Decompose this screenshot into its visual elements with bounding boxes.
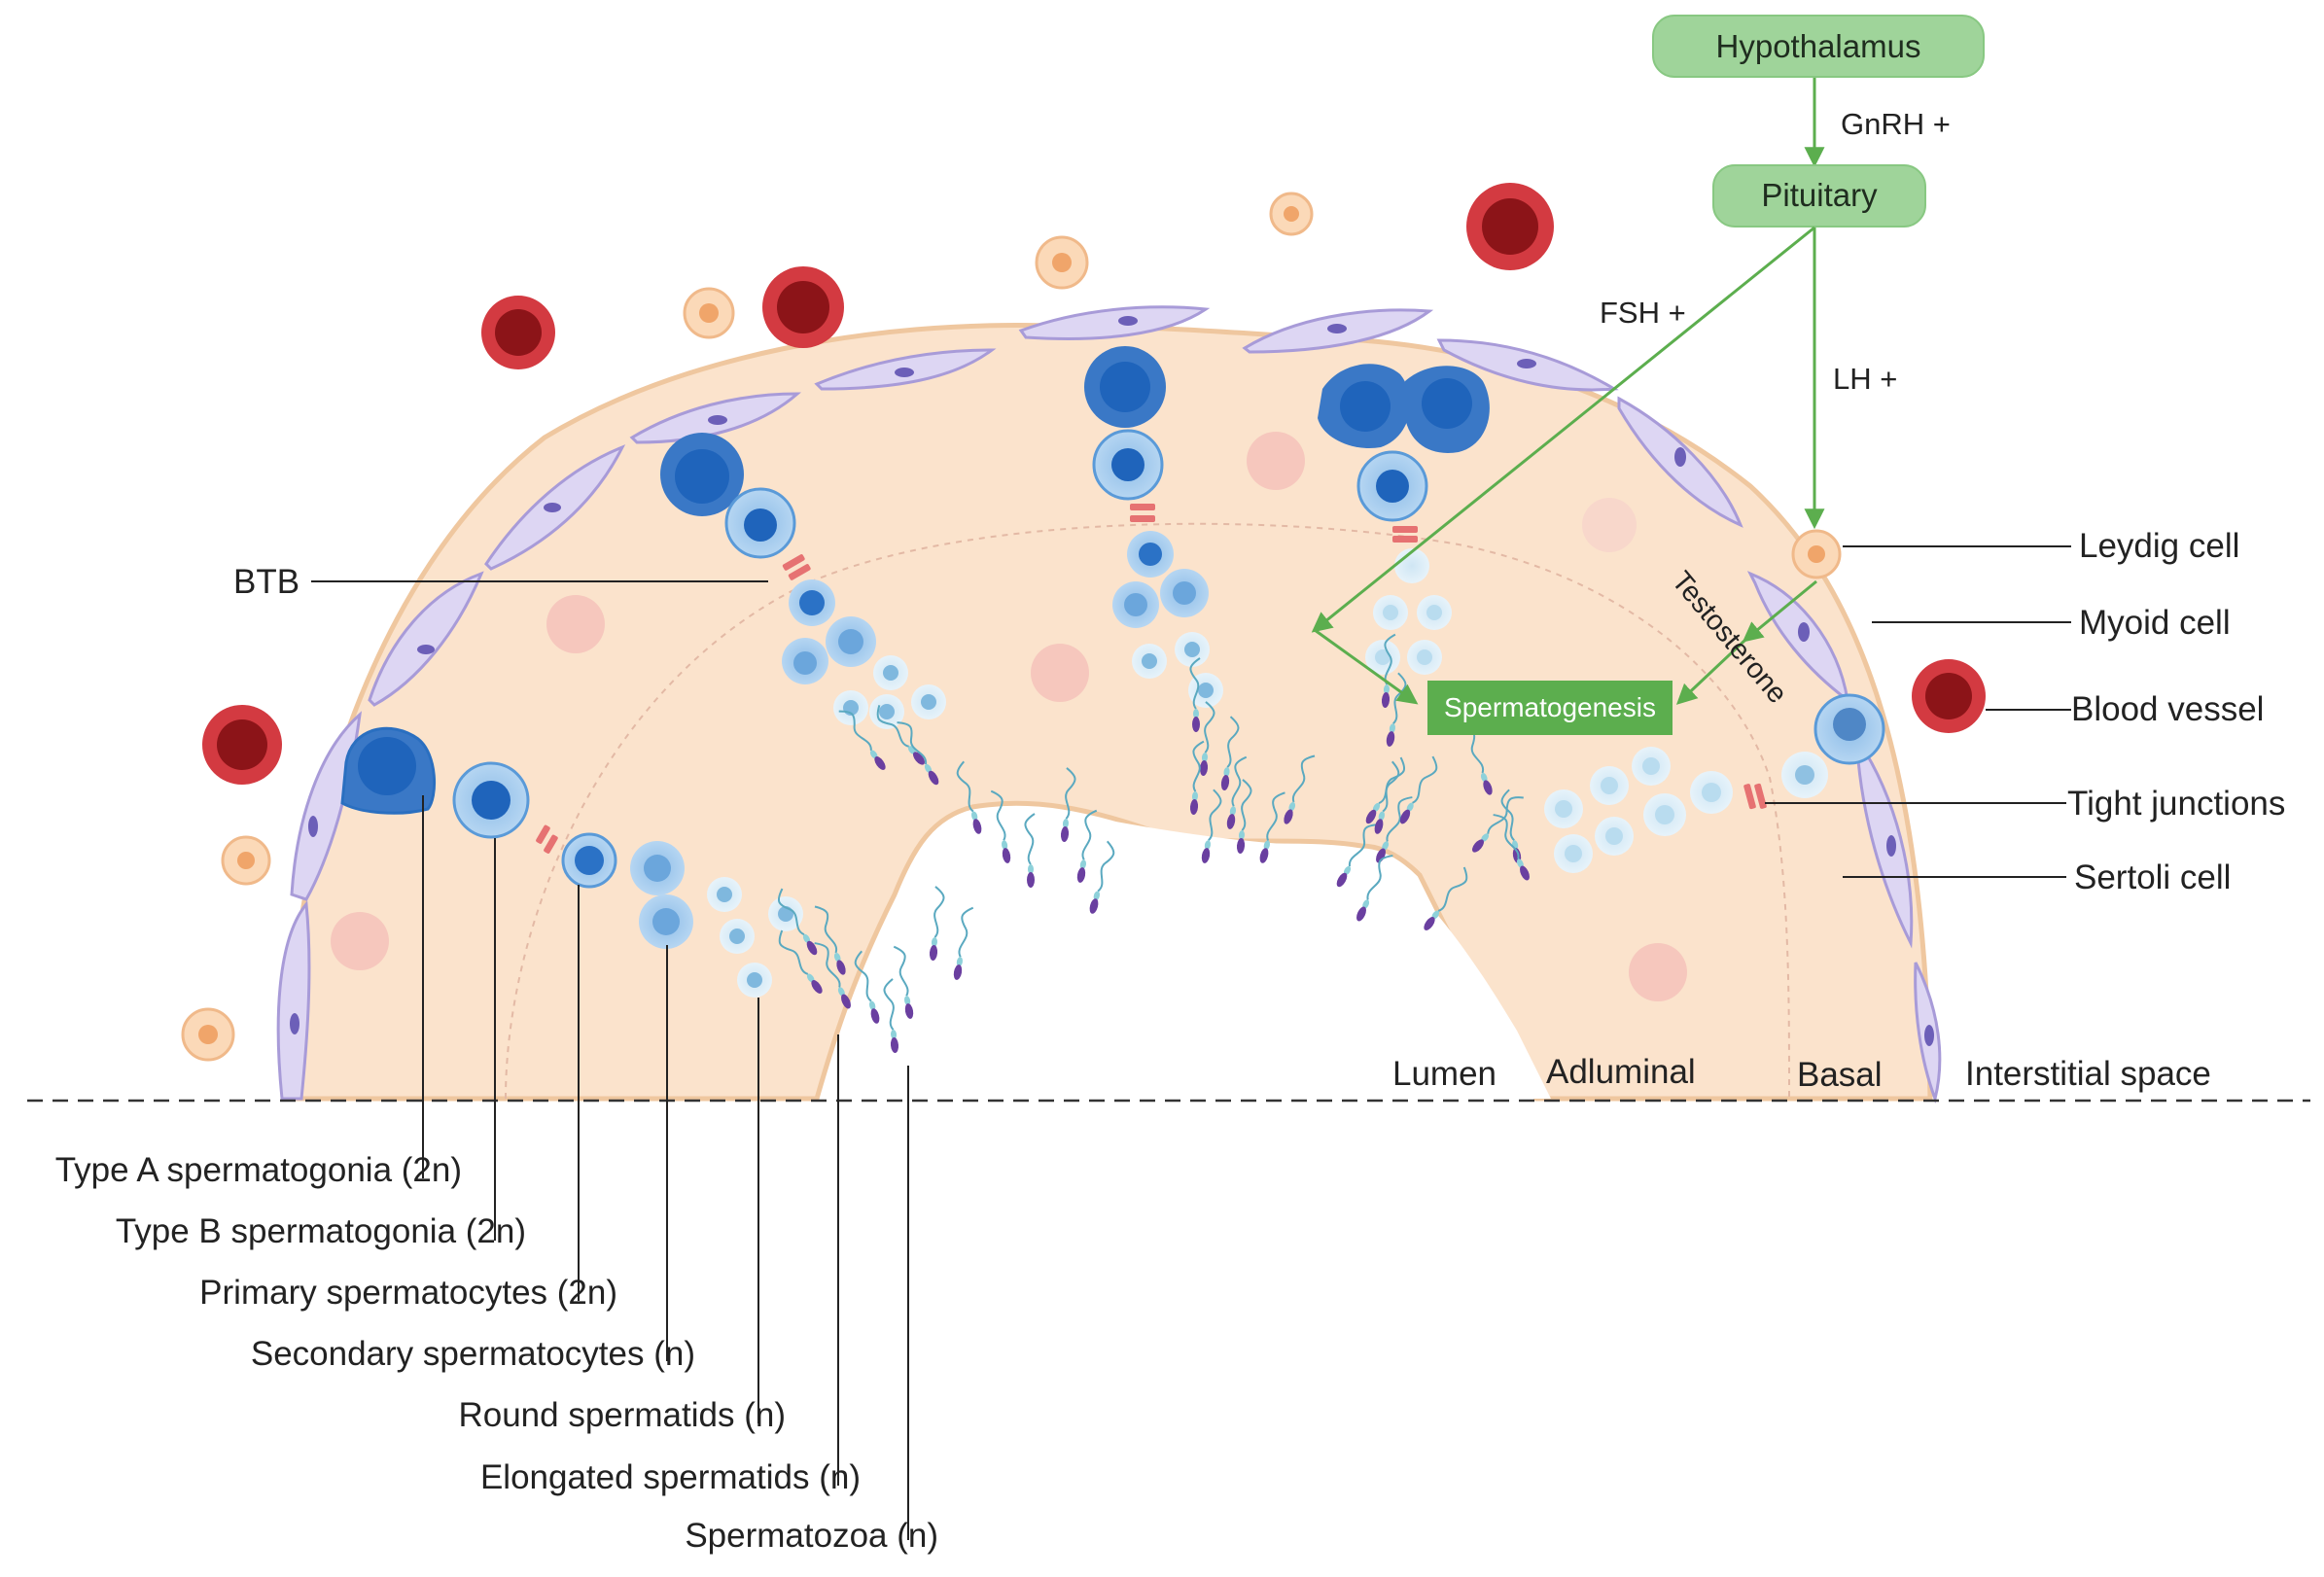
- germ-cells-col2: [660, 433, 946, 729]
- sperm-cell: [1189, 740, 1205, 815]
- blood-vessel: [1466, 183, 1554, 270]
- sperm-cell: [838, 710, 886, 770]
- blood-vessel: [481, 296, 555, 369]
- sperm-cell: [1201, 788, 1222, 863]
- germ-cells-col3: [1084, 346, 1223, 708]
- adluminal-label: Adluminal: [1546, 1053, 1696, 1091]
- sertoli-cell-label: Sertoli cell: [2074, 859, 2231, 896]
- gnrh-label: GnRH +: [1841, 107, 1951, 141]
- sperm-cell: [1356, 855, 1393, 922]
- sperm-cell: [1472, 796, 1524, 853]
- sperm-cell: [1500, 788, 1522, 863]
- testosterone-arrow: [1675, 638, 1747, 705]
- germ-cells-left: [340, 726, 803, 998]
- sperm-cell: [1399, 755, 1438, 824]
- lumen-label: Lumen: [1392, 1055, 1497, 1093]
- label-secondary-spermatocytes: Secondary spermatocytes (n): [251, 1335, 695, 1373]
- fsh-label: FSH +: [1600, 296, 1686, 330]
- sperm-cell: [1336, 824, 1379, 888]
- label-spermatozoa: Spermatozoa (n): [685, 1517, 938, 1555]
- sperm-cell: [1493, 814, 1530, 881]
- sperm-cell: [990, 789, 1011, 863]
- myoid-nuclei: [290, 316, 1934, 1046]
- fsh-to-spermatogenesis-arrow: [1314, 628, 1419, 705]
- sperm-cell: [1089, 840, 1115, 914]
- label-primary-spermatocytes: Primary spermatocytes (2n): [199, 1274, 617, 1312]
- tubule: [288, 323, 1933, 1102]
- leydig-cells: [181, 192, 1842, 1062]
- sperm-cell: [814, 942, 851, 1009]
- sperm-cell: [1199, 701, 1215, 776]
- sperm-cell: [854, 950, 880, 1024]
- tight-junctions-label: Tight junctions: [2067, 785, 2285, 823]
- sperm-cell: [1259, 791, 1285, 863]
- germ-cells-right: [1544, 693, 1885, 873]
- spermatogenesis-label: Spermatogenesis: [1444, 692, 1656, 722]
- basal-label: Basal: [1797, 1056, 1883, 1094]
- sperm-cell: [1381, 633, 1396, 708]
- btb-label: BTB: [233, 563, 299, 601]
- sperm-cell: [883, 978, 899, 1053]
- sperm-cell: [893, 945, 914, 1019]
- label-elongated-spermatids: Elongated spermatids (n): [480, 1458, 861, 1496]
- sperm-cell: [777, 888, 818, 956]
- blood-vessel: [762, 266, 844, 348]
- sperm-cell: [814, 905, 846, 975]
- sperm-cell: [1226, 755, 1248, 829]
- region-labels: Lumen Adluminal Basal Interstitial space: [27, 1053, 2310, 1103]
- leydig-cell-label: Leydig cell: [2079, 527, 2239, 565]
- sperm-cells: [777, 633, 1530, 1053]
- germ-cells-col4: [1318, 364, 1490, 675]
- sperm-cell: [1076, 809, 1098, 883]
- blood-vessel-label: Blood vessel: [2071, 690, 2264, 728]
- sperm-cell: [778, 929, 823, 994]
- fsh-arrow: [1311, 226, 1815, 633]
- lumen: [836, 813, 1551, 1099]
- sperm-cell: [1236, 779, 1252, 854]
- myoid-cell-label: Myoid cell: [2079, 604, 2231, 642]
- sperm-cell: [956, 760, 982, 834]
- sperm-cell: [1024, 813, 1036, 888]
- blood-vessel: [1912, 659, 1986, 733]
- interstitial-space-label: Interstitial space: [1965, 1055, 2211, 1093]
- label-type-a-spermatogonia: Type A spermatogonia (2n): [55, 1151, 462, 1189]
- sperm-cell: [1060, 767, 1076, 842]
- lh-label: LH +: [1833, 362, 1897, 396]
- sperm-cell: [1374, 760, 1400, 834]
- sperm-cell: [1284, 754, 1316, 824]
- btb-line: [505, 522, 1790, 1100]
- leydig-to-sertoli-arrow: [1742, 579, 1817, 643]
- sperm-cell: [1189, 657, 1201, 732]
- sperm-cell: [1365, 756, 1406, 824]
- sertoli-cytoplasm: [288, 323, 1933, 1102]
- sperm-cell: [1220, 716, 1240, 790]
- pituitary-box: [1712, 164, 1926, 228]
- sperm-cell: [953, 906, 974, 980]
- cell-type-labels: Type A spermatogonia (2n) Type B spermat…: [55, 795, 938, 1555]
- label-round-spermatids: Round spermatids (n): [458, 1396, 786, 1434]
- sperm-cell: [897, 721, 939, 786]
- sperm-cell: [929, 886, 945, 961]
- spermatogenesis-box: [1427, 681, 1673, 735]
- sertoli-nuclei: [331, 432, 1687, 1001]
- hypothalamus-label: Hypothalamus: [1716, 28, 1921, 64]
- blood-vessels: [202, 183, 1986, 785]
- tight-junctions: [536, 504, 1767, 854]
- leydig-cell-labeled: [1791, 529, 1842, 579]
- sperm-cell: [1424, 866, 1468, 930]
- blood-vessel: [202, 705, 282, 785]
- hypothalamus-box: [1652, 15, 1985, 78]
- right-labels: Leydig cell Myoid cell Blood vessel Tigh…: [1765, 527, 2285, 896]
- label-type-b-spermatogonia: Type B spermatogonia (2n): [116, 1212, 526, 1250]
- pituitary-label: Pituitary: [1761, 177, 1878, 213]
- btb-annotation: BTB: [233, 563, 768, 601]
